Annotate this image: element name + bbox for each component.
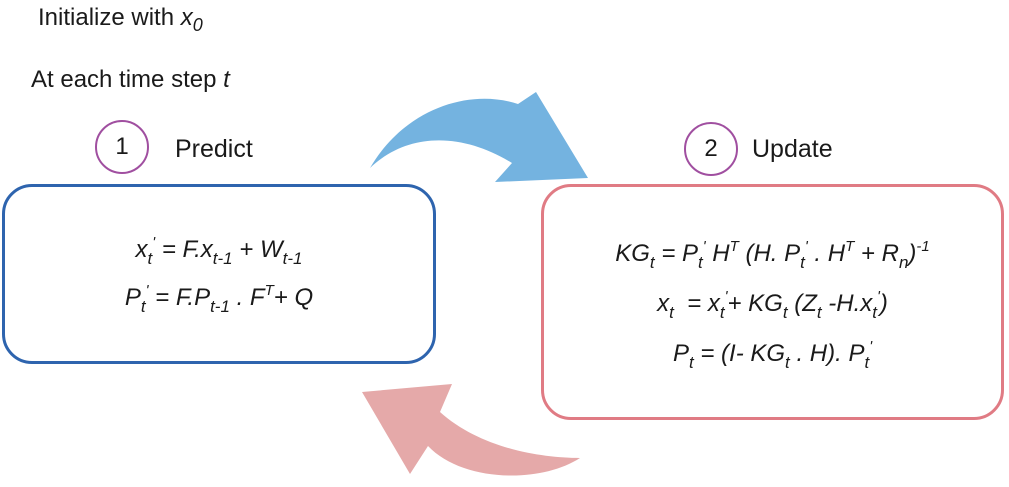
forward-arrow — [370, 92, 588, 182]
predict-box — [2, 184, 436, 364]
timestep-text: At each time step t — [31, 66, 230, 93]
init-text: Initialize with x0 — [38, 4, 203, 35]
update-gain-equation: KGt = Pt' HT (H. Pt' . HT + Rn)-1 — [615, 238, 930, 272]
step-2-circle: 2 — [684, 122, 738, 176]
step-1-title: Predict — [175, 135, 253, 163]
step-2-title: Update — [752, 135, 833, 163]
update-covariance-equation: Pt = (I- KGt . H). Pt' — [672, 338, 873, 372]
step-1-circle: 1 — [95, 120, 149, 174]
back-arrow — [362, 384, 580, 476]
update-state-equation: xt = xt'+ KGt (Zt -H.xt') — [657, 288, 888, 322]
predict-covariance-equation: Pt' = F.Pt-1 . FT+ Q — [124, 282, 314, 316]
update-box — [541, 184, 1004, 420]
step-2-number: 2 — [704, 135, 718, 162]
step-1-number: 1 — [115, 133, 129, 160]
predict-state-equation: xt' = F.xt-1 + Wt-1 — [135, 234, 303, 268]
